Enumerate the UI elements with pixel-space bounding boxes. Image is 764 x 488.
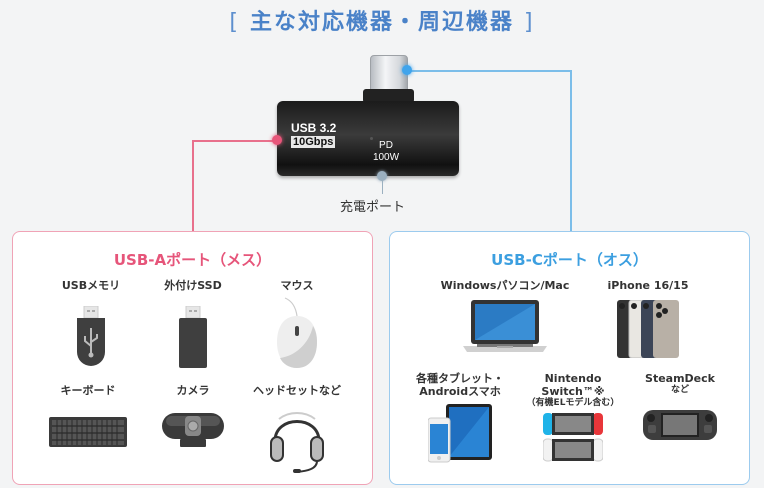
usb-a-connector-line-v — [192, 140, 194, 232]
charge-port-connector-line — [382, 176, 383, 194]
title-bracket-close: ] — [524, 10, 535, 35]
device-iphone: iPhone 16/15 — [598, 279, 698, 359]
device-label-line1: Nintendo — [544, 372, 602, 385]
device-label: iPhone 16/15 — [607, 279, 689, 292]
device-tablet-smartphone: 各種タブレット・ Androidスマホ — [405, 372, 515, 464]
device-steam-deck: SteamDeck など — [630, 372, 730, 440]
usb-c-plug-neck — [363, 89, 414, 103]
device-label: USBメモリ — [61, 279, 121, 292]
led-indicator — [370, 137, 373, 140]
device-label: マウス — [280, 279, 314, 292]
usb-spec-label: USB 3.2 10Gbps — [291, 122, 336, 148]
usb-c-plug-marker — [402, 65, 412, 75]
usb-flash-drive-icon — [75, 305, 107, 370]
steam-deck-icon — [643, 410, 717, 440]
device-mouse: マウス — [257, 279, 337, 370]
usb-adapter-device: USB 3.2 10Gbps PD 100W — [277, 101, 459, 176]
device-label: 外付けSSD — [164, 279, 222, 292]
tablet-smartphone-icon — [427, 404, 492, 464]
webcam-icon — [160, 411, 226, 451]
device-label: キーボード — [60, 384, 116, 397]
title-bracket-open: [ — [229, 10, 240, 35]
mouse-icon — [275, 296, 319, 370]
device-label-line1: 各種タブレット・ — [416, 372, 504, 385]
pd-label: PD 100W — [361, 140, 411, 164]
device-label: Windowsパソコン/Mac — [440, 279, 570, 292]
headset-icon — [267, 405, 327, 475]
page-title: [ 主な対応機器・周辺機器] — [0, 4, 764, 36]
usb-a-panel-title: USB-Aポート（メス） — [113, 251, 272, 269]
usb-version: USB 3.2 — [291, 121, 337, 135]
device-usb-memory: USBメモリ — [51, 279, 131, 370]
device-label-line3: （有機ELモデル含む） — [526, 398, 620, 408]
device-label-line2: Androidスマホ — [419, 385, 501, 398]
usb-a-connector-line-h — [192, 140, 278, 142]
usb-speed-badge: 10Gbps — [291, 136, 336, 148]
device-nintendo-switch: Nintendo Switch™※ （有機ELモデル含む） — [518, 372, 628, 463]
device-label-line2: Switch™※ — [541, 385, 605, 398]
laptop-icon — [463, 300, 547, 354]
usb-a-panel: USB-Aポート（メス） USBメモリ 外付けSSD マウス — [12, 231, 373, 485]
usb-c-connector-line-h — [407, 70, 571, 72]
iphone-icon — [617, 299, 679, 359]
title-text: 主な対応機器・周辺機器 — [249, 10, 514, 35]
device-label-line2: など — [670, 385, 689, 395]
device-laptop: Windowsパソコン/Mac — [430, 279, 580, 354]
charge-port-label: 充電ポート — [340, 200, 406, 215]
pd-watt: 100W — [372, 152, 400, 163]
nintendo-switch-icon — [542, 413, 604, 463]
device-external-ssd: 外付けSSD — [153, 279, 233, 370]
device-label-line1: SteamDeck — [645, 372, 715, 385]
usb-c-connector-line-v — [570, 70, 572, 232]
usb-a-port-marker — [272, 135, 282, 145]
device-headset: ヘッドセットなど — [247, 384, 347, 475]
usb-c-panel: USB-Cポート（オス） Windowsパソコン/Mac iPhone 16/1… — [389, 231, 750, 485]
pd-text: PD — [379, 140, 393, 151]
external-ssd-icon — [177, 305, 209, 370]
charge-port-marker — [377, 171, 387, 181]
device-keyboard: キーボード — [43, 384, 133, 447]
keyboard-icon — [49, 417, 127, 447]
device-label: カメラ — [176, 384, 210, 397]
device-camera: カメラ — [153, 384, 233, 451]
device-label: ヘッドセットなど — [253, 384, 341, 397]
usb-c-panel-title: USB-Cポート（オス） — [491, 251, 648, 269]
